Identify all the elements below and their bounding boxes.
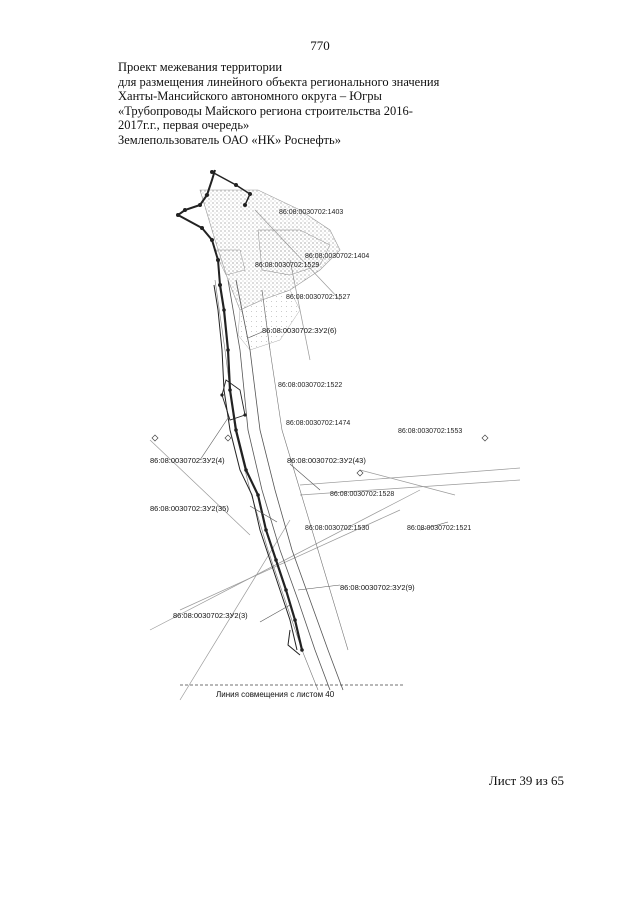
zone-label-zu2-3: 86:08:0030702:ЗУ2(3) bbox=[173, 611, 248, 620]
leader-lines bbox=[199, 331, 449, 623]
vertex-markers bbox=[176, 170, 304, 652]
zone-label-zu2-35: 86:08:0030702:ЗУ2(35) bbox=[150, 504, 229, 513]
cadastral-map: 86:08:0030702:1403 86:08:0030702:1404 86… bbox=[0, 150, 640, 710]
header-line-6: Землепользователь ОАО «НК» Роснефть» bbox=[118, 132, 341, 147]
zone-label-zu2-6: 86:08:0030702:ЗУ2(6) bbox=[262, 326, 337, 335]
zone-label-zu2-9: 86:08:0030702:ЗУ2(9) bbox=[340, 583, 415, 592]
match-line-caption: Линия совмещения с листом 40 bbox=[216, 690, 335, 699]
parcel-label-1404: 86:08:0030702:1404 bbox=[305, 253, 369, 260]
zone-label-zu2-4: 86:08:0030702:ЗУ2(4) bbox=[150, 456, 225, 465]
parcel-label-1522: 86:08:0030702:1522 bbox=[278, 382, 342, 389]
sheet-footer: Лист 39 из 65 bbox=[488, 773, 564, 788]
header-line-3: Ханты-Мансийского автономного округа – Ю… bbox=[118, 89, 382, 103]
header-line-1: Проект межевания территории bbox=[118, 60, 283, 74]
parcel-label-1521: 86:08:0030702:1521 bbox=[407, 525, 471, 532]
hatched-areas bbox=[199, 189, 341, 351]
parcel-label-1530: 86:08:0030702:1530 bbox=[305, 525, 369, 532]
pipeline-corridor bbox=[214, 279, 349, 691]
header-line-4: «Трубопроводы Майского региона строитель… bbox=[118, 103, 413, 118]
header-line-2: для размещения линейного объекта региона… bbox=[118, 74, 440, 89]
parcel-label-1529: 86:08:0030702:1529 bbox=[255, 262, 319, 269]
map-svg: 86:08:0030702:1403 86:08:0030702:1404 86… bbox=[149, 169, 521, 701]
context-lines bbox=[149, 209, 521, 701]
parcel-label-1553: 86:08:0030702:1553 bbox=[398, 428, 462, 435]
header-line-5: 2017г.г., первая очередь» bbox=[118, 118, 250, 132]
parcel-label-1474: 86:08:0030702:1474 bbox=[286, 420, 350, 427]
page-number: 770 bbox=[310, 38, 330, 53]
pipeline-route bbox=[176, 169, 304, 656]
parcel-label-1528: 86:08:0030702:1528 bbox=[330, 491, 394, 498]
diamond-markers bbox=[151, 434, 489, 477]
parcel-label-1403: 86:08:0030702:1403 bbox=[279, 209, 343, 216]
zone-label-zu2-43: 86:08:0030702:ЗУ2(43) bbox=[287, 456, 366, 465]
document-header: Проект межевания территории для размещен… bbox=[118, 60, 538, 147]
parcel-label-1527: 86:08:0030702:1527 bbox=[286, 294, 350, 301]
